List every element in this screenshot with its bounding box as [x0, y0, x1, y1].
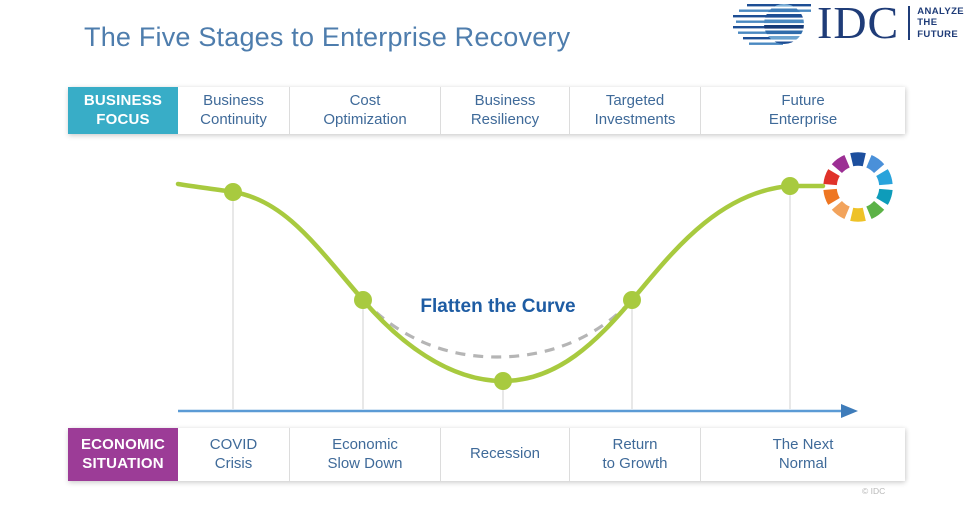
stage-dot — [224, 183, 242, 201]
segmented-ring-icon — [823, 152, 893, 222]
stage-dot — [781, 177, 799, 195]
ring-segment — [831, 200, 851, 219]
situation-label-recession: Recession — [440, 428, 569, 481]
ring-segment — [831, 155, 851, 174]
ring-segment — [876, 188, 893, 205]
recovery-curve — [175, 181, 826, 384]
stage-dot — [354, 291, 372, 309]
idc-wordmark: IDC — [817, 0, 900, 48]
stage-dot — [494, 372, 512, 390]
ring-segment — [865, 200, 885, 219]
ring-segment — [876, 169, 893, 186]
ring-segment — [850, 207, 866, 222]
idc-globe-icon — [733, 4, 811, 45]
logo-tagline: ANALYZE THE FUTURE — [917, 6, 965, 40]
stage-dot — [623, 291, 641, 309]
ring-segment — [850, 152, 866, 167]
ring-segment — [823, 169, 840, 186]
ring-segment — [823, 188, 840, 205]
flatten-the-curve-label: Flatten the Curve — [420, 296, 576, 317]
economic-situation-badge: ECONOMIC SITUATION — [68, 428, 178, 481]
axis-arrowhead-icon — [841, 404, 858, 418]
business-focus-badge: BUSINESS FOCUS — [68, 87, 178, 134]
flatten-dashed-curve — [361, 298, 634, 359]
logo-divider — [908, 6, 911, 40]
ring-segment — [865, 155, 885, 174]
page-title: The Five Stages to Enterprise Recovery — [84, 22, 571, 52]
copyright-note: © IDC — [862, 486, 886, 496]
idc-logo: IDC ANALYZE THE FUTURE — [733, 0, 965, 48]
